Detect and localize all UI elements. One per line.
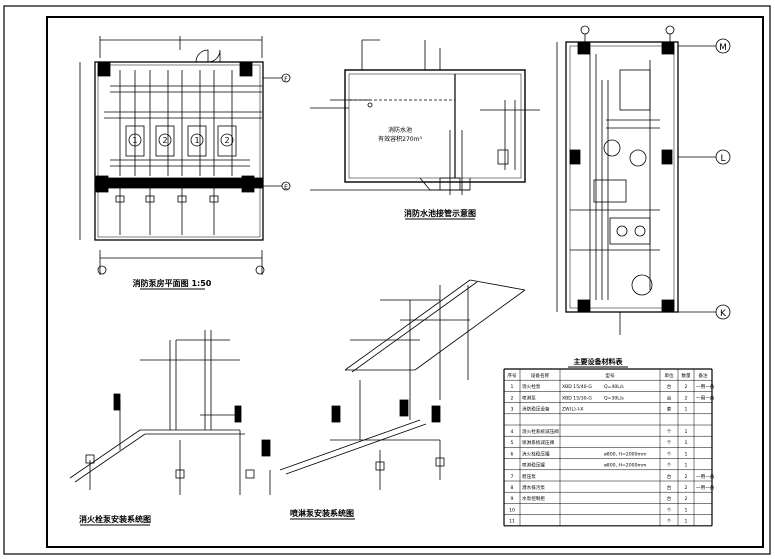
table-cell-name: 消火栓系统减压阀 — [522, 428, 559, 435]
plan-title: 消防泵房平面图 1:50 — [133, 278, 212, 288]
table-cell-name: 水泵控制柜 — [522, 495, 545, 502]
table-cell-qty: 1 — [685, 463, 688, 469]
table-cell-no: 8 — [511, 485, 514, 491]
table-cell-qty: 1 — [685, 440, 688, 446]
pump-number: 1 — [132, 136, 137, 145]
equipment-table: 序号 设备名称 型号 单位数量备注 1 消火栓泵 XBD 15/40-G Q=40L/s 台 2 一… — [503, 368, 715, 527]
axis-label-l: L — [720, 154, 725, 164]
equipment-title: 主要设备材料表 — [574, 357, 624, 366]
tank-name: 消防水池 — [388, 126, 412, 134]
table-header: 型号 — [605, 372, 615, 379]
table-cell-no: 9 — [511, 496, 514, 502]
table-header: 序号 — [507, 372, 517, 379]
hydrant-pump-system — [69, 330, 255, 495]
table-cell-qty: 1 — [685, 429, 688, 435]
outer-frame — [3, 5, 771, 555]
table-cell-spec: ø800, H=2000mm — [604, 463, 647, 469]
table-cell-qty: 2 — [685, 496, 688, 502]
table-cell-model: XBD 15/30-G — [562, 395, 592, 401]
table-header: 设备名称 — [531, 372, 550, 379]
inner-frame — [46, 16, 764, 548]
table-cell-unit: 个 — [667, 519, 672, 525]
pump-number: 2 — [224, 136, 229, 145]
table-cell-spec: Q=30L/s — [604, 395, 624, 401]
tank-title: 消防水池接管示意图 — [404, 208, 476, 218]
table-cell-spec: ø800, H=2000mm — [604, 451, 647, 457]
table-cell-model: ZW(L)-I-X — [562, 407, 583, 413]
table-cell-name: 喷淋稳压罐 — [522, 462, 545, 469]
table-cell-name: 潜水排污泵 — [522, 484, 545, 491]
table-cell-unit: 个 — [667, 451, 672, 457]
table-cell-no: 3 — [511, 407, 514, 413]
table-cell-unit: 台 — [667, 495, 672, 502]
table-cell-unit: 个 — [667, 507, 672, 513]
table-cell-no: 11 — [509, 519, 515, 525]
table-cell-unit: 个 — [667, 429, 672, 435]
table-cell-model: XBD 15/40-G — [562, 384, 592, 390]
table-cell-no: 2 — [511, 395, 514, 401]
table-cell-qty: 1 — [685, 407, 688, 413]
table-cell-no: 4 — [511, 429, 514, 435]
table-cell-name: 稳压泵 — [522, 473, 536, 480]
table-cell-note: 一用一备 — [696, 484, 715, 491]
table-cell-name: 消火栓稳压罐 — [522, 450, 550, 457]
table-cell-spec: Q=40L/s — [604, 384, 624, 390]
table-cell-qty: 2 — [685, 384, 688, 390]
table-cell-unit: 台 — [667, 473, 672, 480]
axis-label-m: M — [719, 43, 727, 53]
table-cell-unit: 套 — [667, 406, 672, 413]
table-cell-name: 喷淋泵 — [522, 394, 536, 401]
table-cell-no: 7 — [511, 474, 514, 480]
axis-label-e: E — [284, 184, 288, 191]
table-cell-note: 一用一备 — [696, 383, 715, 390]
table-cell-unit: 个 — [667, 440, 672, 446]
table-cell-note: 一用一备 — [696, 473, 715, 480]
tank-capacity: 有效容积270m³ — [378, 135, 422, 143]
table-cell-unit: 个 — [667, 463, 672, 469]
table-cell-no: 6 — [511, 451, 514, 457]
table-cell-qty: 1 — [685, 519, 688, 525]
pump-number: 2 — [162, 136, 167, 145]
table-header: 数量 — [681, 372, 691, 379]
sprinkler-title: 喷淋泵安装系统图 — [290, 508, 354, 518]
table-cell-no: 10 — [509, 507, 515, 513]
table-cell-qty: 2 — [685, 485, 688, 491]
table-cell-unit: 台 — [667, 383, 672, 390]
table-header: 单位 — [664, 372, 674, 379]
table-cell-name: 消防稳压设备 — [522, 406, 550, 413]
table-cell-name: 消火栓泵 — [522, 383, 541, 390]
table-cell-unit: 台 — [667, 394, 672, 401]
table-cell-no: 1 — [511, 384, 514, 390]
sprinkler-pump-system — [261, 279, 526, 495]
axis-label-k: K — [720, 309, 727, 319]
table-header: 备注 — [698, 372, 708, 379]
hydrant-title: 消火栓泵安装系统图 — [79, 514, 151, 524]
table-cell-qty: 2 — [685, 474, 688, 480]
table-cell-note: 一用一备 — [696, 394, 715, 401]
table-cell-qty: 2 — [685, 395, 688, 401]
table-cell-qty: 1 — [685, 451, 688, 457]
room-layout — [556, 25, 731, 335]
table-cell-no: 5 — [511, 440, 514, 446]
axis-label-f: F — [284, 76, 288, 83]
pump-room-plan — [79, 36, 291, 275]
pump-numbers: 1 2 1 2 F E — [132, 76, 288, 191]
tank-section — [310, 39, 540, 195]
table-cell-unit: 台 — [667, 484, 672, 491]
table-cell-name: 喷淋系统减压阀 — [522, 439, 555, 446]
pump-number: 1 — [194, 136, 199, 145]
table-cell-qty: 1 — [685, 507, 688, 513]
